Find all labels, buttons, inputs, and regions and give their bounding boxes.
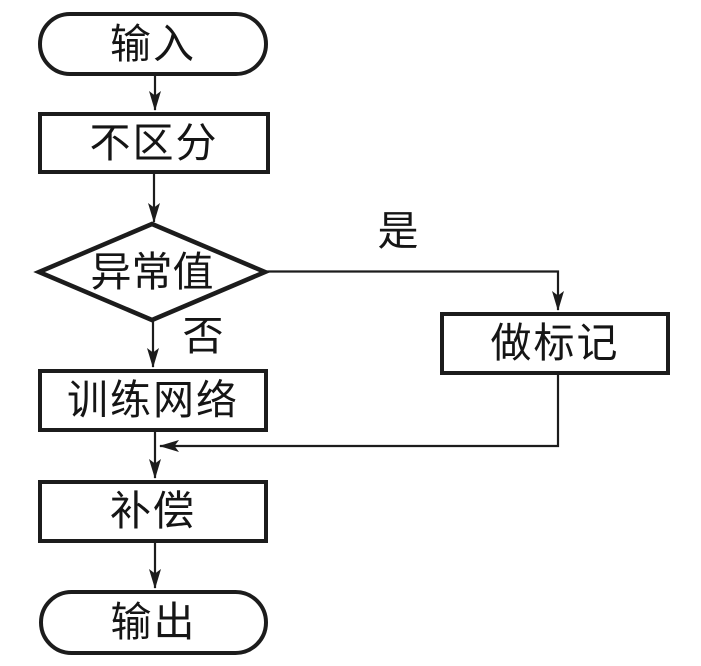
edge-label-yes: 是 [377,208,419,254]
node-no-distinction: 不区分 [38,112,270,174]
edge-mark-return [159,375,560,452]
node-decision-outlier-label: 异常值 [90,248,214,295]
node-output: 输出 [39,590,268,655]
edge-decision-yes-to-mark [265,270,564,311]
node-input: 输入 [38,12,268,76]
node-train-network: 训练网络 [38,369,268,432]
node-mark: 做标记 [440,312,670,375]
edge-label-no: 否 [182,313,224,359]
node-compensate: 补偿 [38,480,268,543]
